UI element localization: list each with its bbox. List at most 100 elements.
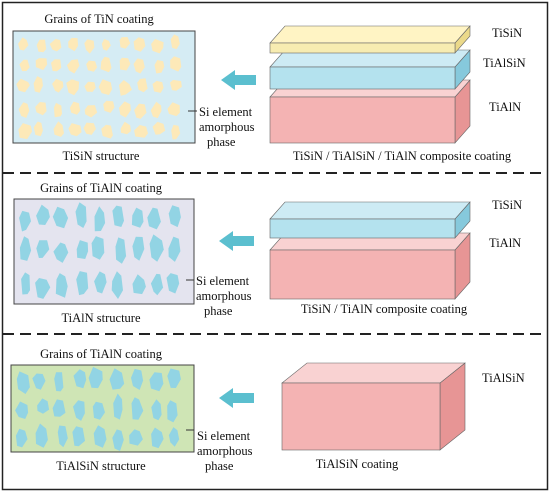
grain	[168, 427, 180, 447]
grain	[170, 79, 182, 91]
grain	[152, 80, 164, 93]
grain	[152, 121, 166, 135]
grain	[33, 121, 43, 137]
section-1: Grains of TiN coating Si element amorpho…	[12, 12, 526, 163]
layer-tisin-front	[269, 42, 456, 54]
grain	[49, 38, 62, 52]
grain	[101, 39, 111, 51]
grain	[66, 79, 80, 96]
grain	[36, 204, 50, 225]
composite-coating-block	[269, 201, 471, 300]
grain	[149, 372, 164, 392]
grain	[19, 236, 32, 261]
grain	[36, 39, 47, 53]
grain	[18, 123, 32, 140]
grain	[19, 59, 30, 72]
grain	[53, 121, 64, 137]
grain	[131, 368, 144, 390]
grain	[150, 273, 164, 296]
grain	[86, 60, 98, 72]
grain-title: Grains of TiN coating	[44, 12, 154, 26]
composite-coating-block	[269, 25, 471, 144]
grain	[137, 78, 148, 93]
grain	[84, 81, 96, 92]
grain	[68, 37, 79, 52]
grain	[53, 242, 69, 263]
coating-caption: TiSiN / TiAlN composite coating	[301, 302, 468, 316]
grain	[147, 207, 161, 230]
grain	[18, 102, 30, 118]
grain	[53, 102, 62, 118]
grain	[91, 236, 105, 260]
grain	[73, 400, 85, 421]
grain	[98, 79, 113, 95]
grain	[84, 105, 98, 118]
grain	[16, 371, 30, 394]
arrow-left-icon	[221, 70, 256, 90]
grain	[150, 101, 162, 119]
layer-label-tialn: TiAlN	[489, 100, 521, 114]
grain-title: Grains of TiAlN coating	[40, 181, 163, 195]
grain	[55, 273, 68, 298]
phase-label-line3: phase	[207, 135, 236, 149]
grain	[167, 102, 180, 117]
layer-tialsin-front	[269, 66, 456, 90]
grain	[134, 125, 148, 138]
grain	[16, 78, 30, 93]
grain	[132, 274, 146, 295]
grain	[21, 272, 30, 295]
grain	[166, 273, 180, 294]
phase-label-line2: amorphous	[199, 120, 255, 134]
grain	[88, 366, 103, 389]
layer-label-tialsin: TiAlSiN	[482, 371, 525, 385]
structure-caption: TiSiN structure	[63, 149, 140, 163]
layer-tisin-top	[269, 201, 471, 220]
phase-label-line2: amorphous	[197, 444, 253, 458]
grain	[168, 236, 181, 262]
grain-title: Grains of TiAlN coating	[40, 347, 163, 361]
grain	[134, 103, 147, 119]
grain	[167, 400, 178, 423]
grain	[35, 423, 48, 448]
grain	[151, 38, 164, 54]
grain	[154, 60, 165, 74]
grains-group	[16, 34, 182, 140]
grain-structure-panel	[13, 198, 195, 305]
grain	[131, 397, 144, 420]
grain	[19, 210, 31, 232]
coating-block	[281, 362, 466, 451]
grain	[94, 206, 106, 232]
grain	[36, 240, 50, 258]
grain	[151, 399, 162, 421]
coating-caption: TiSiN / TiAlSiN / TiAlN composite coatin…	[293, 149, 512, 163]
grain	[83, 122, 96, 135]
grain	[52, 78, 64, 93]
grain	[111, 271, 123, 299]
grain	[57, 425, 68, 448]
layer-label-tialn: TiAlN	[489, 236, 521, 250]
structure-caption: TiAlN structure	[61, 311, 141, 325]
section-3: Grains of TiAlN coating Si element amorp…	[10, 347, 525, 473]
grain	[54, 372, 64, 392]
grain	[112, 429, 124, 451]
layer-tialn-front	[269, 249, 456, 300]
grain	[151, 427, 164, 449]
grain	[120, 121, 131, 135]
grain	[84, 39, 95, 54]
grain	[149, 234, 164, 262]
grain	[133, 37, 146, 52]
layer-tialn-front	[269, 96, 456, 144]
grain	[72, 426, 85, 447]
grains-group	[15, 366, 181, 451]
grain	[103, 100, 115, 113]
grain	[167, 368, 181, 388]
grain	[101, 124, 113, 139]
grain	[170, 34, 180, 50]
grain-structure-panel	[10, 364, 195, 453]
grain	[171, 124, 181, 140]
grain	[119, 80, 132, 96]
grain	[131, 207, 144, 228]
grain	[93, 425, 107, 448]
coating-caption: TiAlSiN coating	[316, 457, 399, 471]
structure-caption: TiAlSiN structure	[56, 459, 146, 473]
